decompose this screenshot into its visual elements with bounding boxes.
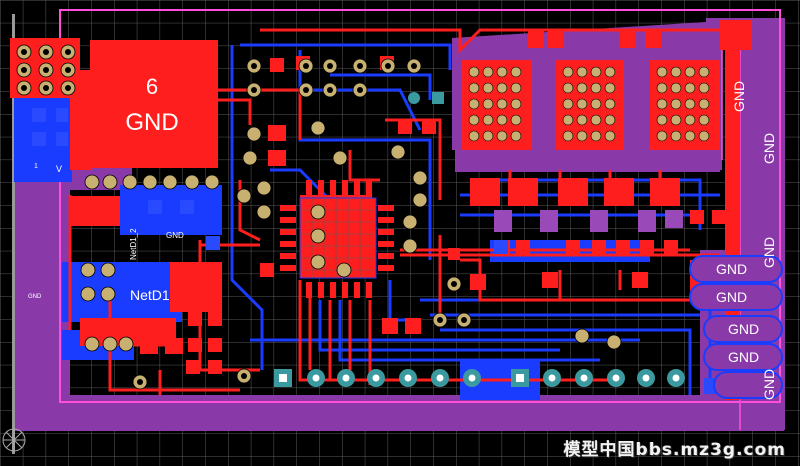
gnd-pill-pours <box>689 255 783 399</box>
gnd-small-label: GND <box>166 231 184 240</box>
gnd-pill-label-2: GND <box>716 289 747 305</box>
netd1-big-label: NetD1 <box>130 287 170 303</box>
gnd-pill-label-1: GND <box>716 261 747 277</box>
smd-pads-purple <box>494 210 683 232</box>
gnd-pill-label-5: GND <box>761 237 777 268</box>
small-id-label: 1 <box>34 163 38 170</box>
ic-qfn-pins <box>280 180 394 298</box>
gnd-left-label: GND <box>28 294 42 300</box>
netd1-label: NetD1_2 <box>129 228 138 260</box>
watermark-text: 模型中国bbs.mz3g.com <box>563 440 786 460</box>
origin-marker-icon <box>2 428 26 452</box>
gnd-right-label-3: GND <box>761 369 777 400</box>
gnd-pill-label-3: GND <box>728 321 759 337</box>
gnd-main-label: GND <box>125 109 178 136</box>
power-pad-arrays <box>468 66 710 142</box>
smd-pads-red <box>140 30 726 374</box>
gnd-pill-label-4: GND <box>728 349 759 365</box>
gnd-right-label-2: GND <box>761 133 777 164</box>
small-v-label: V <box>56 164 62 174</box>
board-outline <box>59 9 781 403</box>
gnd-right-label-1: GND <box>731 81 747 112</box>
gnd-main-number: 6 <box>146 74 158 99</box>
